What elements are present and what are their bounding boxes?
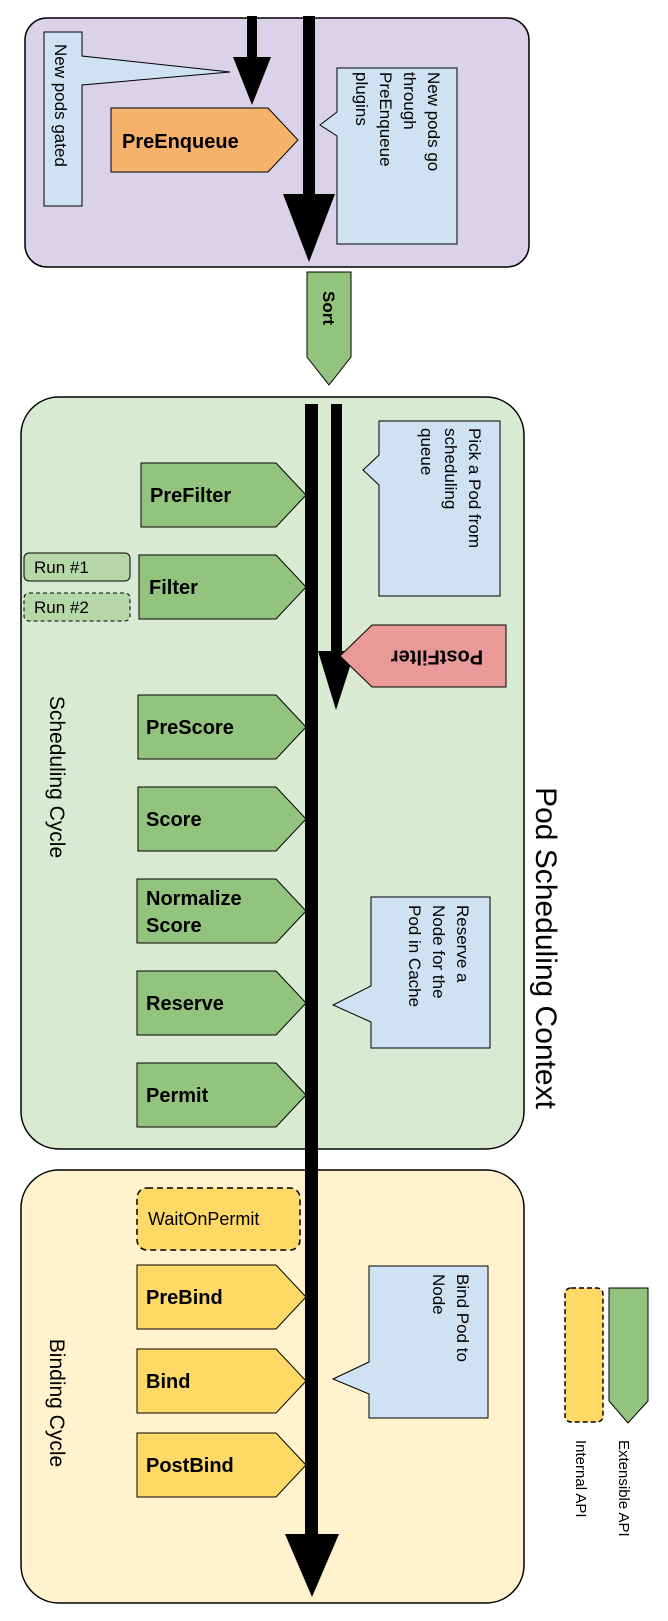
bind-pod-note — [331, 1265, 489, 1419]
gated-note-text: New pods gated — [51, 44, 70, 167]
prefilter-plugin — [140, 462, 307, 528]
filter-plugin — [138, 554, 307, 620]
run-1-label: Run #1 — [34, 558, 89, 577]
sort-label: Sort — [319, 291, 338, 325]
run-2-label: Run #2 — [34, 598, 89, 617]
svg-text:PreEnqueue: PreEnqueue — [376, 72, 395, 167]
pick-pod-note-text: Pick a Pod from scheduling queue — [417, 428, 484, 548]
prebind-label: PreBind — [146, 1287, 223, 1309]
legend-extensible-label: Extensible API — [615, 1440, 632, 1537]
normalize-score-label-1: Normalize — [146, 888, 242, 910]
prescore-plugin — [137, 694, 307, 760]
reserve-note-text: Reserve a Node for the Pod in Cache — [405, 905, 472, 1007]
prefilter-label: PreFilter — [150, 485, 231, 507]
preenqueue-label: PreEnqueue — [122, 131, 239, 153]
svg-text:through: through — [400, 72, 419, 130]
postfilter-label: PostFilter — [391, 646, 483, 668]
gated-note — [43, 31, 231, 207]
run-1-box — [23, 552, 131, 582]
bind-pod-note-text: Bind Pod to Node — [429, 1274, 472, 1362]
preenqueue-note — [319, 67, 458, 245]
postbind-label: PostBind — [146, 1455, 234, 1477]
run-2-box — [23, 592, 131, 622]
score-plugin — [137, 786, 307, 852]
preenqueue-note-text: New pods go through PreEnqueue plugins — [352, 72, 443, 171]
gated-arrow-head — [233, 57, 271, 105]
normalize-score-plugin — [136, 878, 307, 944]
binding-cycle-label: Binding Cycle — [45, 1339, 68, 1467]
scheduling-cycle-label: Scheduling Cycle — [45, 696, 68, 858]
svg-text:scheduling: scheduling — [441, 428, 460, 509]
svg-text:New pods go: New pods go — [424, 72, 443, 171]
reserve-plugin — [136, 970, 307, 1036]
svg-text:plugins: plugins — [352, 72, 371, 126]
permit-plugin — [136, 1062, 307, 1128]
queue-arrow-head — [283, 194, 335, 262]
waitonpermit-label: WaitOnPermit — [148, 1209, 259, 1229]
svg-text:Bind Pod to: Bind Pod to — [453, 1274, 472, 1362]
svg-text:Node: Node — [429, 1274, 448, 1315]
svg-text:queue: queue — [417, 428, 436, 475]
legend-internal-swatch — [564, 1287, 604, 1423]
legend-internal-label: Internal API — [572, 1440, 589, 1518]
svg-text:Node for the: Node for the — [429, 905, 448, 999]
legend-extensible-swatch — [608, 1287, 649, 1424]
permit-label: Permit — [146, 1085, 209, 1107]
filter-label: Filter — [149, 577, 198, 599]
normalize-score-label-2: Score — [146, 915, 202, 937]
queue-arrow-shaft — [303, 16, 315, 196]
score-label: Score — [146, 809, 202, 831]
postbind-plugin — [136, 1432, 307, 1498]
retry-arrowhead — [318, 651, 355, 710]
main-flow-line — [305, 404, 318, 1536]
gated-arrow-shaft — [247, 16, 257, 58]
postfilter-plugin — [339, 624, 507, 688]
preenqueue-plugin — [110, 107, 299, 173]
svg-text:Pick a Pod from: Pick a Pod from — [465, 428, 484, 548]
prescore-label: PreScore — [146, 717, 234, 739]
prebind-plugin — [136, 1264, 307, 1330]
bind-label: Bind — [146, 1371, 190, 1393]
reserve-note — [331, 896, 491, 1049]
pick-pod-note — [362, 420, 501, 597]
waitonpermit-box — [136, 1187, 301, 1251]
sort-plugin — [306, 271, 352, 386]
diagram-title: Pod Scheduling Context — [529, 787, 562, 1110]
main-flow-arrowhead — [285, 1534, 339, 1597]
bind-plugin — [136, 1348, 307, 1414]
reserve-label: Reserve — [146, 993, 224, 1015]
retry-line — [331, 404, 342, 654]
svg-text:Pod in Cache: Pod in Cache — [405, 905, 424, 1007]
svg-text:Reserve a: Reserve a — [453, 905, 472, 983]
